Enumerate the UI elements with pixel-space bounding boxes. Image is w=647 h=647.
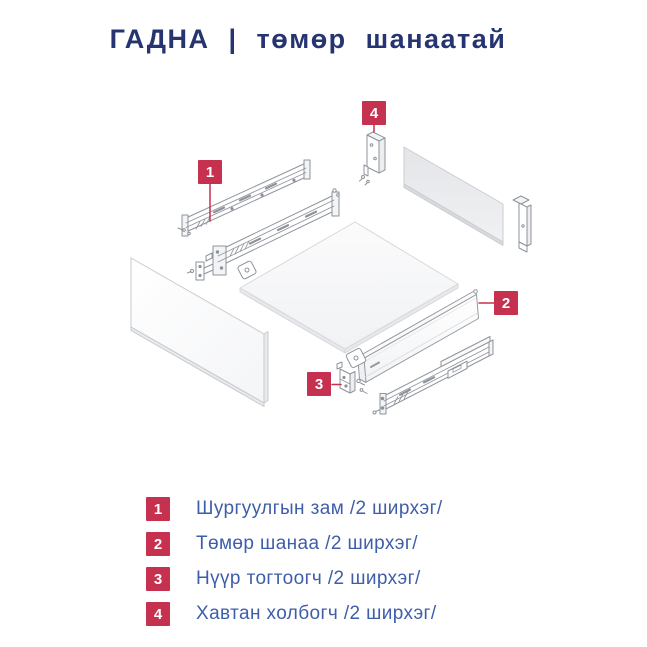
callout-number: 2 (501, 294, 511, 312)
callout-badge-4: 4 (362, 101, 386, 125)
legend-badge-2: 2 (146, 532, 170, 556)
legend-item-3: 3 Нүүр тогтоогч /2 ширхэг/ (146, 567, 443, 591)
callout-badge-2: 2 (494, 291, 518, 315)
legend-item-1: 1 Шургуулгын зам /2 ширхэг/ (146, 497, 443, 521)
legend-badge-3: 3 (146, 567, 170, 591)
legend-badge-1: 1 (146, 497, 170, 521)
legend-label-2: Төмөр шанаа /2 ширхэг/ (196, 533, 418, 554)
fixing-plate-left (237, 260, 257, 280)
page-title: ГАДНА | төмөр шанаатай (109, 24, 507, 54)
callout-number: 3 (314, 375, 324, 393)
legend-item-4: 4 Хавтан холбогч /2 ширхэг/ (146, 602, 443, 626)
fixing-plate-right (345, 348, 367, 368)
front-fixer (336, 361, 368, 394)
legend-item-2: 2 Төмөр шанаа /2 ширхэг/ (146, 532, 443, 556)
drawer-slide-upper-left (177, 159, 311, 237)
legend-label-3: Нүүр тогтоогч /2 ширхэг/ (196, 568, 421, 589)
panel-connector-left (359, 131, 386, 186)
panel-connector-right (512, 195, 532, 253)
front-panel (130, 257, 269, 407)
back-panel (403, 146, 504, 246)
callout-number: 4 (369, 104, 379, 122)
drawer-slide-right (372, 336, 494, 415)
legend-badge-4: 4 (146, 602, 170, 626)
drawer-slide-lower-left (187, 188, 340, 281)
legend-label-1: Шургуулгын зам /2 ширхэг/ (196, 498, 443, 519)
callout-badge-1: 1 (198, 160, 222, 184)
callout-number: 1 (205, 163, 215, 181)
bottom-panel (239, 221, 459, 354)
parts-legend: 1 Шургуулгын зам /2 ширхэг/ 2 Төмөр шана… (146, 497, 443, 637)
callout-lines (209, 124, 495, 386)
legend-label-4: Хавтан холбогч /2 ширхэг/ (196, 603, 437, 624)
callout-badge-3: 3 (307, 372, 331, 396)
